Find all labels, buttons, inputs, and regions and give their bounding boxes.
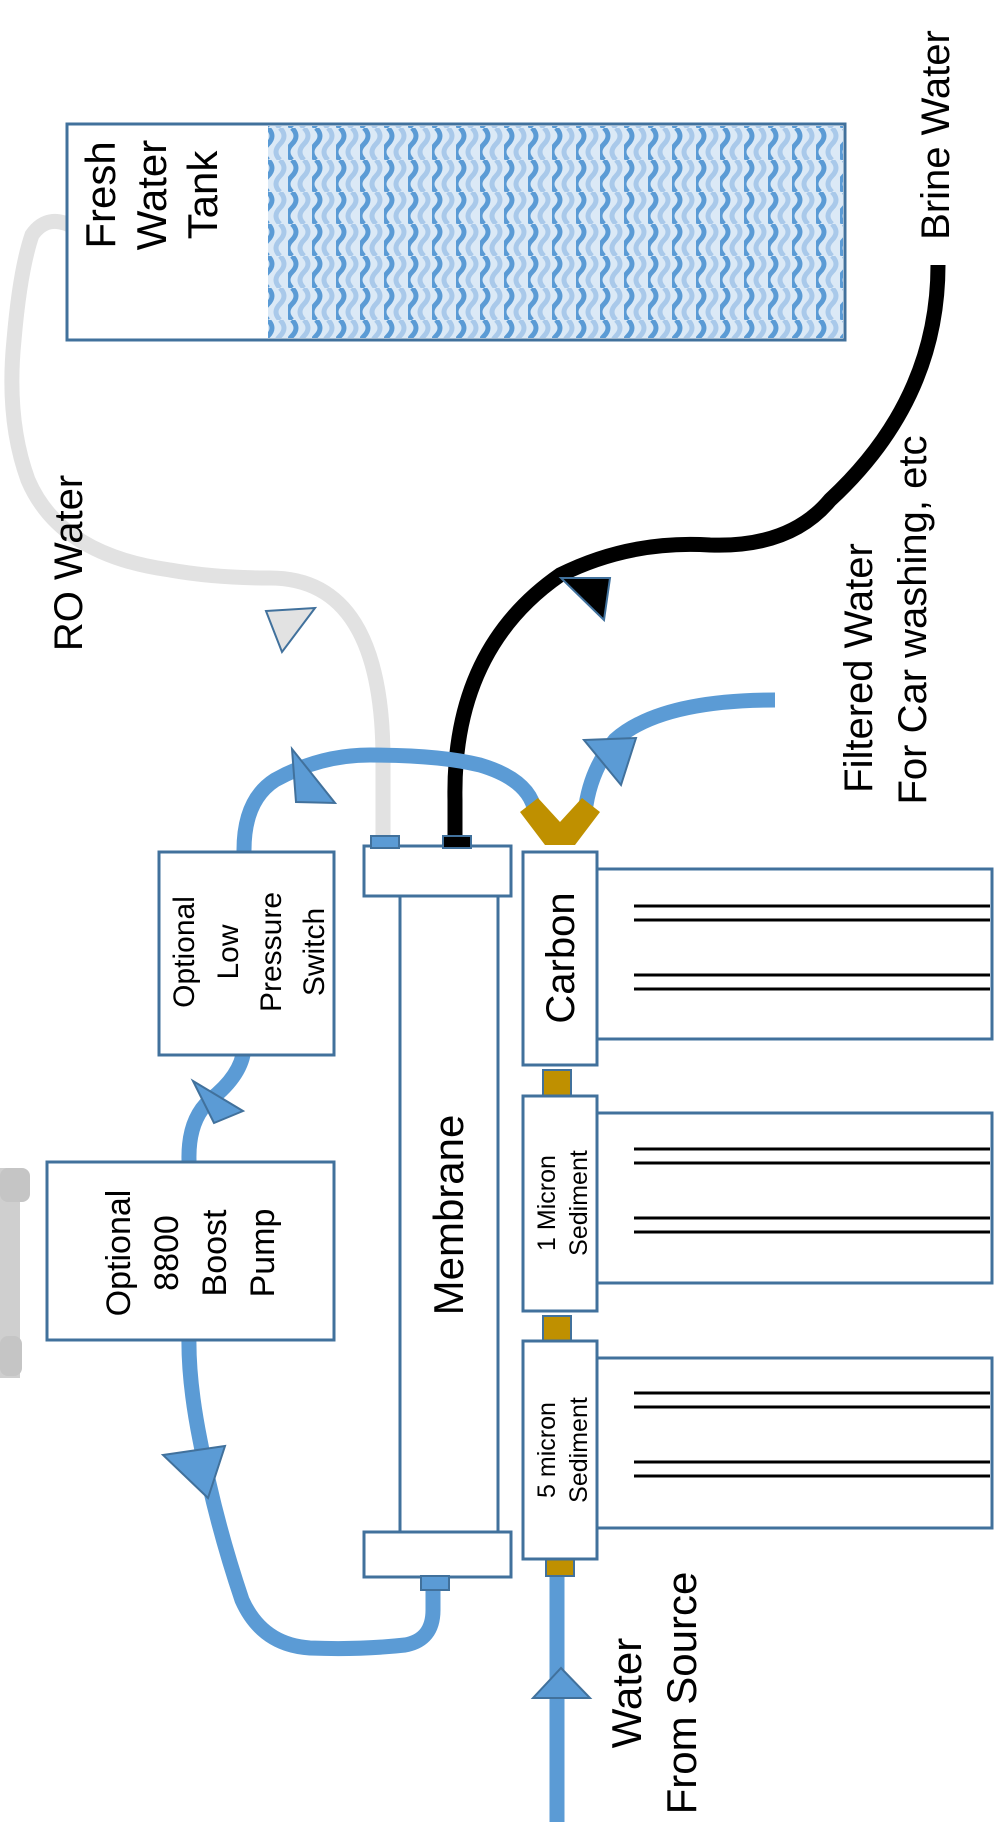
pump-label-1: Optional — [100, 1190, 138, 1317]
filtered-label-1: Filtered Water — [837, 543, 881, 793]
brine-water-line — [447, 264, 946, 842]
pressure-switch-box — [157, 850, 336, 1057]
pump-label-2: 8800 — [148, 1215, 186, 1291]
switch-outlet-arrow — [290, 745, 338, 805]
brine-label: Brine Water — [914, 30, 958, 240]
switch-label-4: Switch — [298, 908, 331, 996]
ro-flow-arrow — [264, 606, 318, 655]
boost-pump-box — [45, 1160, 336, 1342]
membrane-label: Membrane — [425, 1115, 472, 1316]
pump-silhouette — [0, 1168, 30, 1378]
fresh-tank-label-1: Fresh — [77, 141, 124, 248]
y-fitting — [520, 798, 600, 845]
carbon-label: Carbon — [539, 892, 583, 1023]
pump-outlet-arrow — [190, 1078, 246, 1125]
micron5-label-2: Sediment — [565, 1397, 593, 1503]
switch-label-1: Optional — [168, 896, 201, 1008]
membrane-outlet-port — [420, 1575, 450, 1591]
source-label-2: From Source — [658, 1572, 705, 1815]
brine-flow-arrow — [558, 577, 612, 623]
membrane-top-cap — [362, 844, 513, 898]
fresh-tank-label-2: Water — [128, 140, 175, 250]
micron1-housing — [595, 1111, 994, 1285]
membrane-to-pump-line — [181, 1327, 441, 1657]
filtered-water-line — [577, 692, 776, 814]
micron1-filter-head — [521, 1094, 599, 1313]
coupler-1-to-carbon — [542, 1069, 572, 1098]
fresh-tank-label-3: Tank — [179, 150, 226, 240]
brine-port — [442, 835, 472, 849]
tank-water-fill — [268, 126, 843, 338]
micron1-label-2: Sediment — [565, 1150, 593, 1256]
micron5-filter-head — [521, 1339, 599, 1561]
filtered-flow-arrow — [581, 736, 638, 788]
micron5-label-1: 5 micron — [533, 1402, 561, 1498]
source-label-1: Water — [603, 1638, 650, 1748]
pump-label-4: Pump — [244, 1209, 282, 1298]
carbon-filter-head — [521, 850, 599, 1067]
switch-to-membrane-line — [236, 747, 543, 858]
micron5-housing — [595, 1356, 994, 1530]
ro-port — [370, 835, 400, 849]
micron1-label-1: 1 Micron — [533, 1155, 561, 1251]
ro-water-line — [4, 213, 391, 850]
coupler-5-to-1 — [542, 1315, 572, 1343]
membrane-bottom-cap — [362, 1530, 513, 1579]
pump-inlet-arrow — [160, 1444, 227, 1500]
switch-label-3: Pressure — [255, 892, 288, 1012]
filtered-label-2: For Car washing, etc — [891, 435, 935, 804]
ro-label: RO Water — [47, 475, 91, 651]
source-flow-arrow — [530, 1666, 593, 1699]
pump-label-3: Boost — [196, 1209, 234, 1296]
switch-label-2: Low — [212, 924, 245, 979]
carbon-housing — [595, 867, 994, 1041]
